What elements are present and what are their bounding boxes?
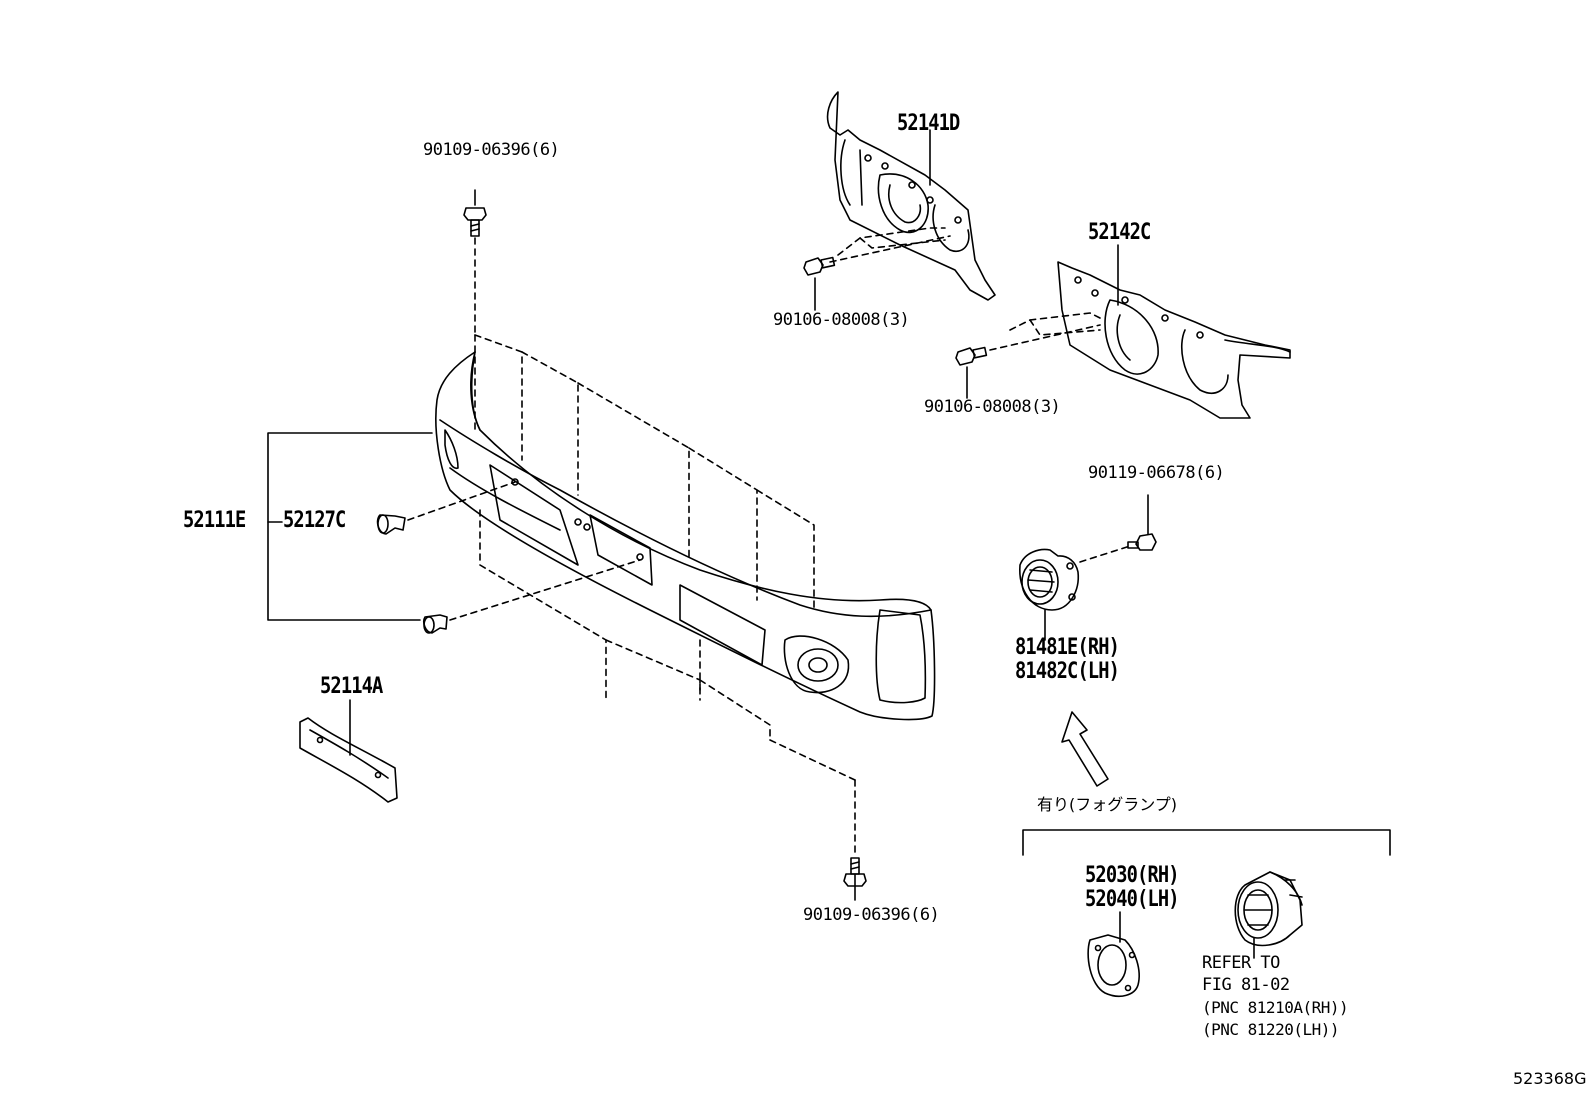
label-fog-cover-lh: 81482C(LH) bbox=[1015, 659, 1120, 684]
fog-bracket bbox=[1088, 935, 1139, 996]
screw-fog bbox=[1128, 534, 1156, 550]
label-screw-fog: 90119-06678(6) bbox=[1088, 463, 1225, 483]
fog-lamp bbox=[1235, 872, 1302, 945]
label-refer-3: (PNC 81210A(RH)) bbox=[1202, 998, 1349, 1017]
bolt-bottom bbox=[844, 858, 866, 900]
label-bracket-left: 52141D bbox=[897, 111, 960, 136]
label-bumper: 52111E bbox=[183, 508, 246, 533]
plate-bracket-52114A bbox=[300, 718, 397, 802]
label-retainer: 52127C bbox=[283, 508, 346, 533]
label-bolt-bottom: 90109-06396(6) bbox=[803, 905, 940, 925]
label-fog-cover-rh: 81481E(RH) bbox=[1015, 635, 1120, 660]
retainer-52127C bbox=[378, 515, 405, 534]
bolt-top bbox=[464, 190, 486, 236]
label-bracket-right: 52142C bbox=[1088, 220, 1151, 245]
label-bolt-top: 90109-06396(6) bbox=[423, 140, 560, 160]
bumper-52111E bbox=[436, 352, 935, 719]
bolt-bracket-left bbox=[804, 258, 834, 275]
label-refer-4: (PNC 81220(LH)) bbox=[1202, 1020, 1340, 1039]
label-fog-option: 有り(フォグランプ) bbox=[1037, 795, 1178, 814]
alignment-grid bbox=[475, 335, 855, 780]
bumper-callout-bracket bbox=[268, 433, 432, 620]
view-arrow bbox=[1062, 712, 1108, 786]
label-refer-1: REFER TO bbox=[1202, 953, 1280, 973]
label-bolt-bracket-right: 90106-08008(3) bbox=[924, 397, 1061, 417]
fog-cover bbox=[1020, 550, 1078, 610]
label-bolt-bracket-left: 90106-08008(3) bbox=[773, 310, 910, 330]
bracket-52141D bbox=[828, 92, 995, 300]
label-fog-bracket-rh: 52030(RH) bbox=[1085, 863, 1180, 888]
label-refer-2: FIG 81-02 bbox=[1202, 975, 1290, 995]
diagram-code: 523368G bbox=[1513, 1069, 1587, 1088]
bolt-bracket-right bbox=[956, 348, 986, 365]
label-plate-bracket: 52114A bbox=[320, 674, 383, 699]
label-fog-bracket-lh: 52040(LH) bbox=[1085, 887, 1180, 912]
option-bracket bbox=[1023, 830, 1390, 855]
bracket-52142C bbox=[1058, 262, 1290, 418]
retainer-lower bbox=[424, 615, 447, 633]
